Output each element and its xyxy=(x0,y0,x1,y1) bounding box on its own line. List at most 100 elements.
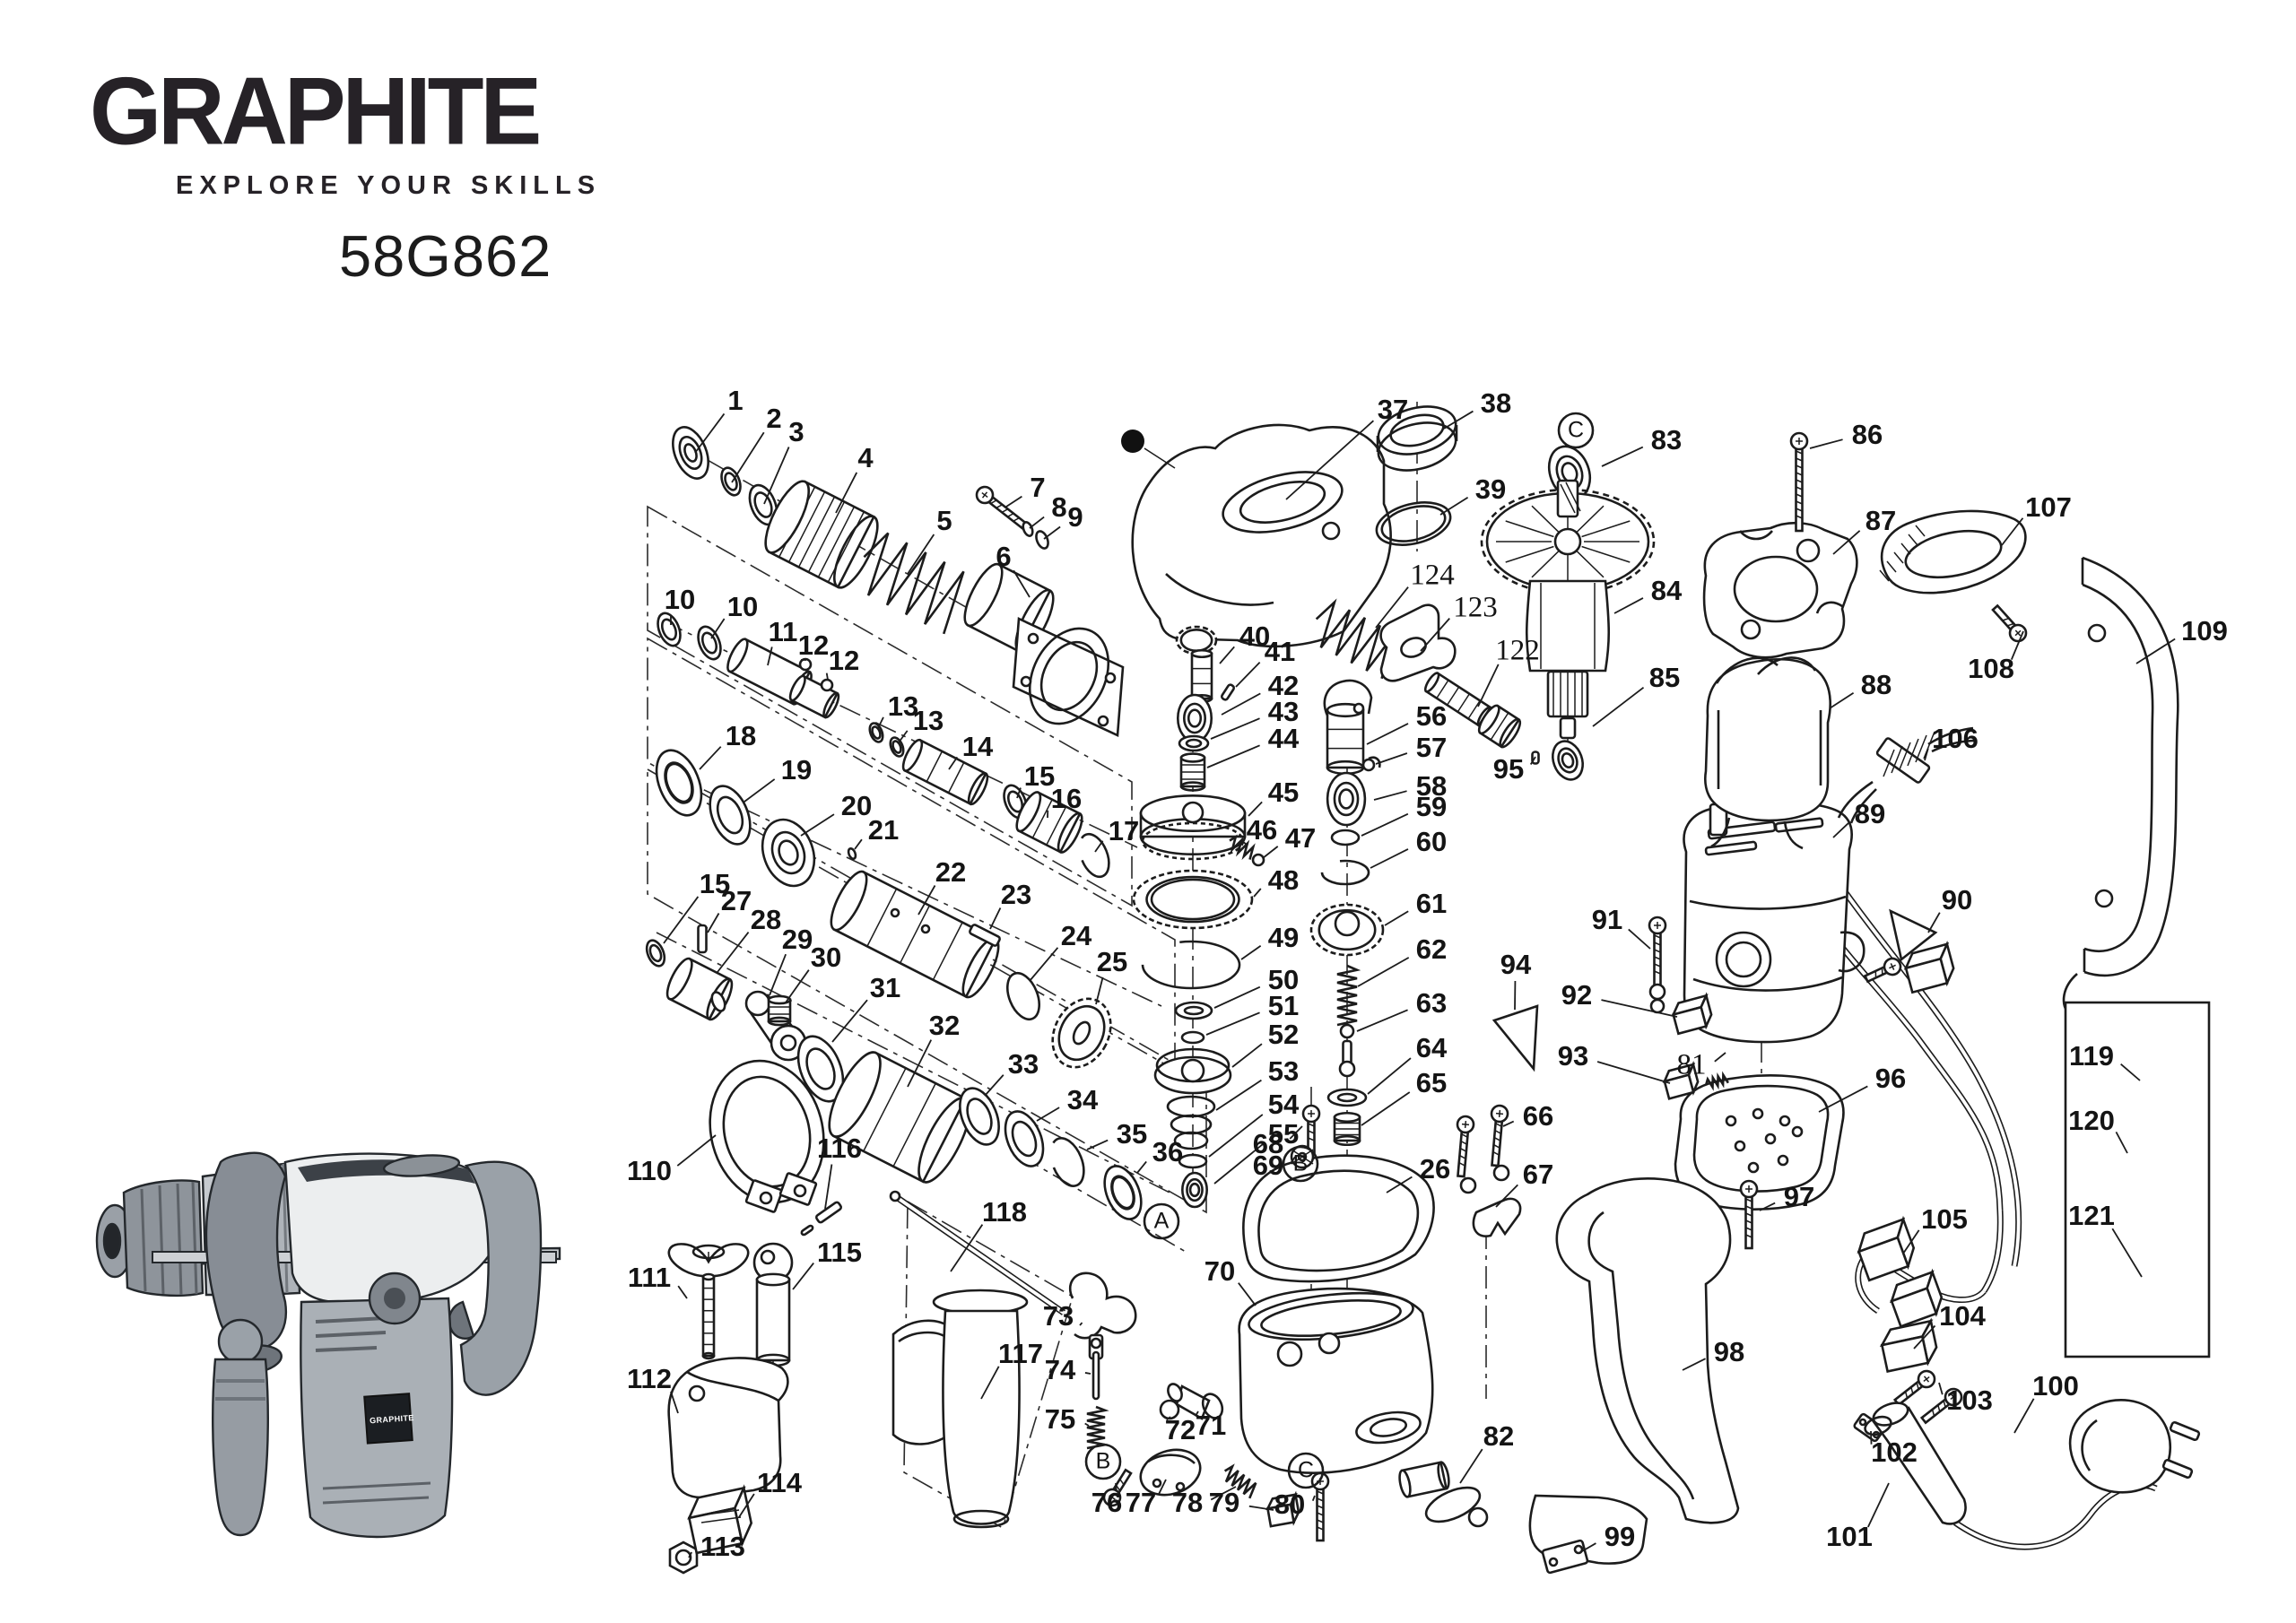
part-label-36: 36 xyxy=(1152,1136,1183,1167)
part-label-113: 113 xyxy=(700,1531,745,1562)
accessory-box xyxy=(2064,1001,2211,1358)
part-label-27: 27 xyxy=(721,885,752,916)
part-label-31: 31 xyxy=(870,972,900,1003)
part-label-70: 70 xyxy=(1205,1255,1235,1287)
leader-line xyxy=(1477,664,1500,707)
part-label-35: 35 xyxy=(1117,1118,1147,1150)
leader-line xyxy=(767,647,773,666)
leader-line xyxy=(825,673,829,681)
leader-line xyxy=(676,1134,717,1167)
part-label-14: 14 xyxy=(962,731,994,762)
leader-line xyxy=(1832,530,1861,555)
part-label-72: 72 xyxy=(1165,1414,1196,1445)
leader-line xyxy=(1356,1009,1408,1032)
part-label-52: 52 xyxy=(1268,1019,1299,1050)
leader-line xyxy=(1094,840,1104,853)
leader-line xyxy=(785,969,810,1003)
leader-line xyxy=(1205,1011,1260,1036)
leader-line xyxy=(1628,928,1651,950)
part-label-102: 102 xyxy=(1871,1436,1918,1468)
leader-line xyxy=(1285,420,1374,500)
leader-line xyxy=(2013,1398,2035,1434)
part-label-18: 18 xyxy=(726,720,756,751)
part-label-54: 54 xyxy=(1268,1089,1300,1120)
part-label-17: 17 xyxy=(1109,815,1139,846)
part-label-65: 65 xyxy=(1416,1067,1447,1098)
callout-circle-C xyxy=(1287,1452,1325,1489)
part-label-47: 47 xyxy=(1285,822,1316,854)
callout-circle-C xyxy=(1557,412,1595,449)
part-label-13: 13 xyxy=(888,690,918,722)
part-label-26: 26 xyxy=(1420,1153,1450,1185)
model-number: 58G862 xyxy=(339,223,552,289)
leader-line xyxy=(1809,438,1843,449)
part-label-12: 12 xyxy=(829,645,859,676)
part-label-87: 87 xyxy=(1866,505,1896,536)
part-label-66: 66 xyxy=(1523,1100,1553,1132)
part-label-41: 41 xyxy=(1265,636,1295,667)
leader-line xyxy=(1870,1430,1873,1445)
part-label-88: 88 xyxy=(1861,669,1892,700)
part-label-81: 81 xyxy=(1677,1049,1707,1081)
part-label-7: 7 xyxy=(1030,472,1045,503)
leader-line xyxy=(1043,525,1061,540)
part-label-37: 37 xyxy=(1378,394,1408,425)
part-label-15: 15 xyxy=(700,868,730,899)
callout-letter-C: C xyxy=(1568,418,1584,443)
leader-line xyxy=(989,907,1002,930)
part-label-119: 119 xyxy=(2069,1040,2114,1072)
leader-line xyxy=(688,1551,692,1558)
brand-tagline-row: EXPLORE YOUR SKILLS xyxy=(161,171,595,201)
leader-line xyxy=(670,1391,679,1414)
leader-line xyxy=(1375,752,1408,765)
leader-line xyxy=(792,1263,814,1290)
part-label-34: 34 xyxy=(1067,1084,1099,1115)
part-label-121: 121 xyxy=(2068,1200,2115,1231)
leader-line xyxy=(699,746,722,770)
leader-line xyxy=(1086,1139,1109,1150)
part-label-63: 63 xyxy=(1416,987,1447,1019)
leader-line xyxy=(1384,910,1409,926)
part-label-80: 80 xyxy=(1274,1488,1305,1520)
part-label-111: 111 xyxy=(628,1262,671,1293)
part-label-122: 122 xyxy=(1495,635,1540,667)
brand-block: GRAPHITE EXPLORE YOUR SKILLS xyxy=(90,63,595,201)
leader-line xyxy=(1166,1416,1171,1421)
leader-line xyxy=(731,431,765,483)
leader-line xyxy=(1829,691,1855,709)
leader-line xyxy=(984,1074,1004,1097)
leader-line xyxy=(1439,496,1469,516)
part-label-29: 29 xyxy=(782,924,813,955)
leader-line xyxy=(677,1285,688,1299)
leader-line xyxy=(877,716,884,729)
leader-line xyxy=(1311,1495,1316,1502)
leader-line xyxy=(1195,1410,1199,1417)
leader-line xyxy=(2135,638,2176,664)
part-label-42: 42 xyxy=(1268,670,1299,701)
part-label-69: 69 xyxy=(1253,1150,1283,1181)
part-label-56: 56 xyxy=(1416,700,1447,732)
part-label-116: 116 xyxy=(817,1133,862,1164)
leader-line xyxy=(2120,1063,2141,1081)
leader-line xyxy=(2001,517,2024,546)
leader-line xyxy=(1136,1160,1147,1174)
part-label-46: 46 xyxy=(1247,814,1277,846)
leader-line xyxy=(1029,947,1059,982)
leader-line xyxy=(831,999,868,1043)
part-label-23: 23 xyxy=(1001,879,1031,910)
part-label-84: 84 xyxy=(1651,575,1683,606)
leader-line xyxy=(1361,812,1409,837)
leader-line xyxy=(1262,846,1279,859)
leader-line xyxy=(694,412,726,454)
part-label-30: 30 xyxy=(811,942,841,973)
callout-circle-B xyxy=(1084,1443,1122,1480)
part-label-45: 45 xyxy=(1268,777,1299,808)
part-label-78: 78 xyxy=(1172,1487,1203,1518)
leader-line xyxy=(1818,1085,1868,1113)
callout-circle-A xyxy=(1143,1202,1180,1240)
part-label-75: 75 xyxy=(1045,1403,1075,1435)
part-label-62: 62 xyxy=(1416,933,1447,965)
part-label-99: 99 xyxy=(1605,1521,1635,1552)
part-label-97: 97 xyxy=(1784,1181,1814,1212)
part-label-92: 92 xyxy=(1561,979,1592,1011)
